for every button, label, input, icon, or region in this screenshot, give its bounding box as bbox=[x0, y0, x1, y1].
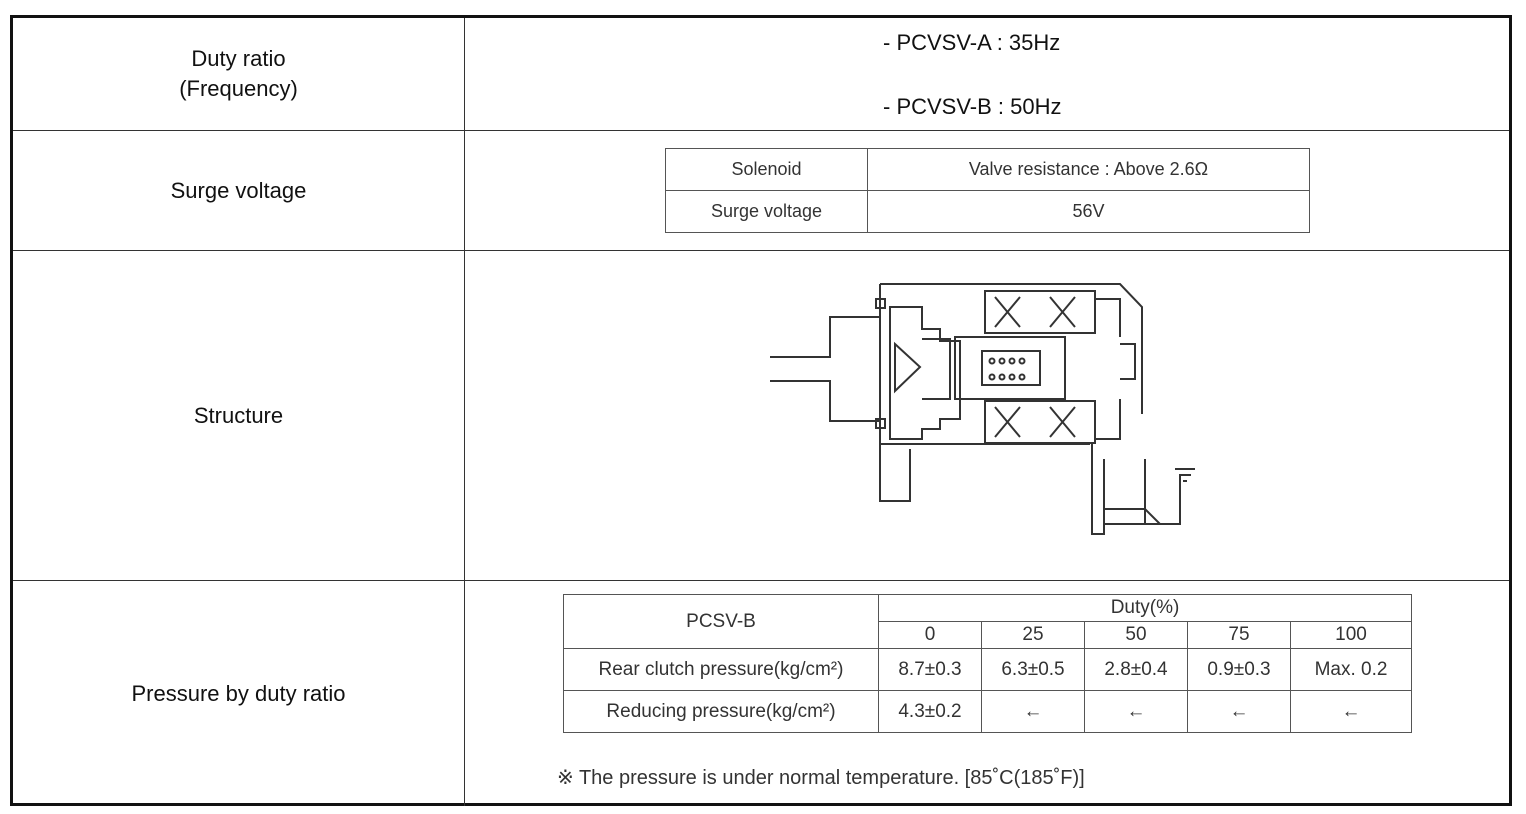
surge-table-row: Solenoid Valve resistance : Above 2.6Ω bbox=[665, 148, 1310, 191]
table-cell: ← bbox=[981, 690, 1085, 733]
table-cell: ← bbox=[1290, 690, 1412, 733]
surge-table-row: Surge voltage 56V bbox=[665, 190, 1310, 233]
pcsv-b-header: PCSV-B bbox=[563, 594, 879, 649]
duty-value: 50 bbox=[1084, 621, 1188, 649]
duty-ratio-label-line1: Duty ratio bbox=[191, 46, 286, 71]
duty-ratio-label-line2: (Frequency) bbox=[179, 76, 298, 101]
pressure-table: PCSV-B Duty(%) 0 25 50 75 100 Rear clutc… bbox=[563, 594, 1412, 733]
duty-value: 0 bbox=[878, 621, 982, 649]
table-cell: 4.3±0.2 bbox=[878, 690, 982, 733]
rear-clutch-pressure-label: Rear clutch pressure(kg/cm²) bbox=[563, 648, 879, 691]
table-cell: 2.8±0.4 bbox=[1084, 648, 1188, 691]
duty-ratio-value: - PCVSV-A : 35Hz - PCVSV-B : 50Hz bbox=[465, 18, 1509, 130]
surge-voltage-row: Surge voltage Solenoid Valve resistance … bbox=[13, 130, 1509, 250]
duty-value: 25 bbox=[981, 621, 1085, 649]
table-row: Rear clutch pressure(kg/cm²) 8.7±0.3 6.3… bbox=[563, 648, 1412, 691]
pressure-label: Pressure by duty ratio bbox=[13, 581, 465, 806]
surge-voltage-cell-label: Surge voltage bbox=[665, 190, 868, 233]
spec-table: Duty ratio (Frequency) - PCVSV-A : 35Hz … bbox=[10, 15, 1512, 806]
table-cell: Max. 0.2 bbox=[1290, 648, 1412, 691]
table-row: Reducing pressure(kg/cm²) 4.3±0.2 ← ← ← … bbox=[563, 690, 1412, 733]
duty-values-row: 0 25 50 75 100 bbox=[564, 621, 1412, 649]
duty-value: 75 bbox=[1187, 621, 1291, 649]
pressure-value: PCSV-B Duty(%) 0 25 50 75 100 Rear clutc… bbox=[465, 581, 1509, 806]
pressure-table-header: PCSV-B Duty(%) bbox=[563, 594, 1412, 649]
pcvsv-b-frequency: - PCVSV-B : 50Hz bbox=[883, 94, 1062, 119]
table-cell: 8.7±0.3 bbox=[878, 648, 982, 691]
duty-header: Duty(%) bbox=[878, 594, 1412, 622]
reducing-pressure-label: Reducing pressure(kg/cm²) bbox=[563, 690, 879, 733]
table-cell: 6.3±0.5 bbox=[981, 648, 1085, 691]
valve-resistance-value: Valve resistance : Above 2.6Ω bbox=[867, 148, 1310, 191]
table-cell: ← bbox=[1084, 690, 1188, 733]
table-cell: 0.9±0.3 bbox=[1187, 648, 1291, 691]
surge-voltage-cell-value: 56V bbox=[867, 190, 1310, 233]
duty-ratio-label: Duty ratio (Frequency) bbox=[13, 18, 465, 130]
solenoid-valve-diagram-icon bbox=[770, 283, 1195, 535]
structure-row: Structure bbox=[13, 250, 1509, 580]
duty-value: 100 bbox=[1290, 621, 1412, 649]
solenoid-label: Solenoid bbox=[665, 148, 868, 191]
table-cell: ← bbox=[1187, 690, 1291, 733]
surge-voltage-value: Solenoid Valve resistance : Above 2.6Ω S… bbox=[465, 131, 1509, 250]
surge-voltage-label: Surge voltage bbox=[13, 131, 465, 250]
surge-table: Solenoid Valve resistance : Above 2.6Ω S… bbox=[665, 148, 1310, 233]
structure-label: Structure bbox=[13, 251, 465, 580]
pressure-row: Pressure by duty ratio PCSV-B Duty(%) 0 … bbox=[13, 580, 1509, 806]
pcvsv-a-frequency: - PCVSV-A : 35Hz bbox=[883, 30, 1061, 55]
temperature-note: ※ The pressure is under normal temperatu… bbox=[557, 767, 1085, 789]
duty-ratio-row: Duty ratio (Frequency) - PCVSV-A : 35Hz … bbox=[13, 18, 1509, 130]
structure-value bbox=[465, 251, 1509, 580]
